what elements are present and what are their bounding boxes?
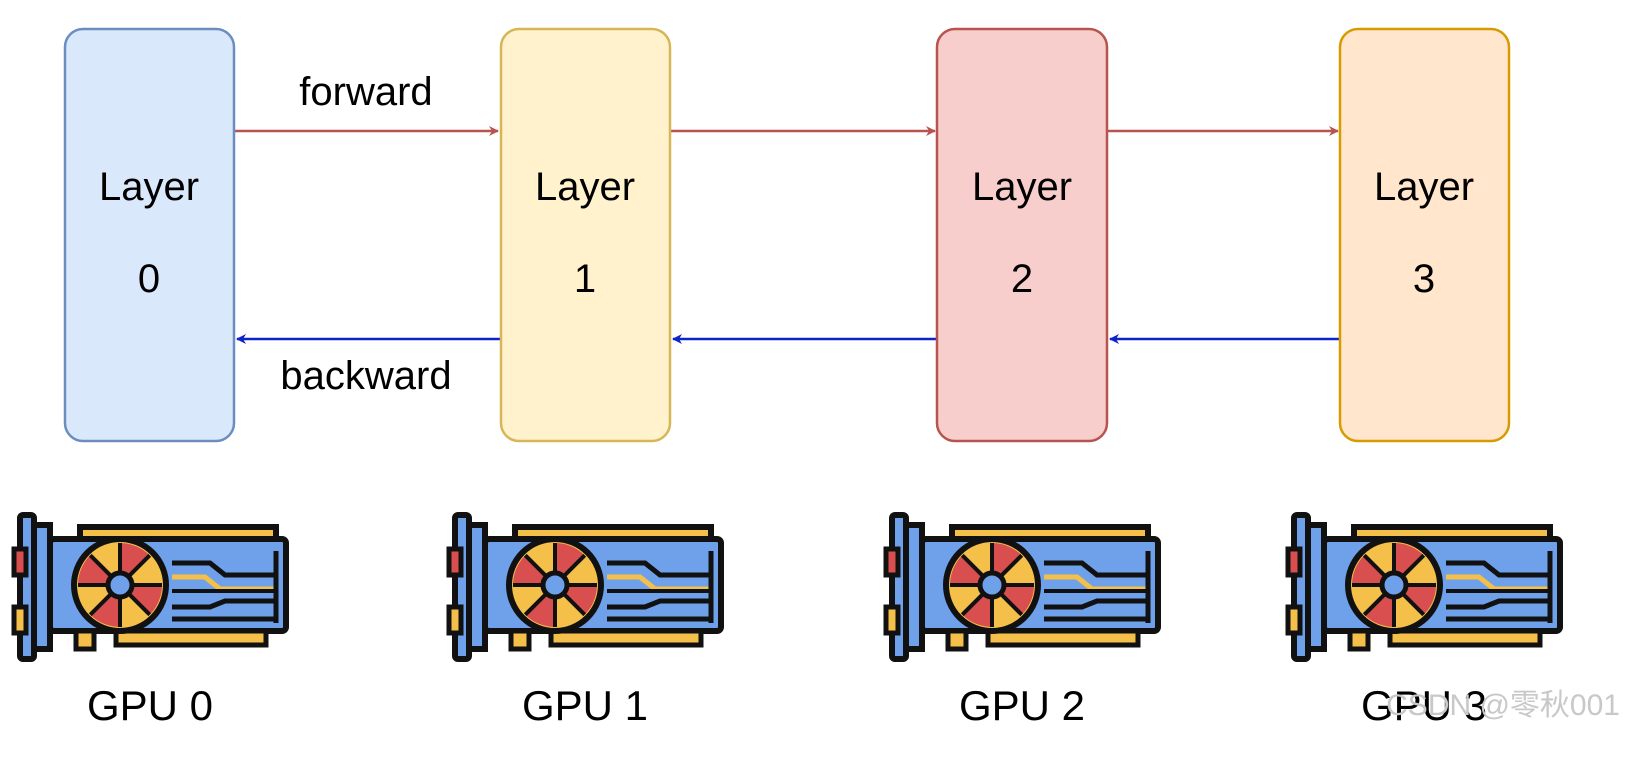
layer-box-2: Layer 2 (935, 27, 1109, 443)
forward-label: forward (299, 70, 432, 114)
layer-box-3: Layer 3 (1338, 27, 1511, 443)
graphics-card-icon (1288, 515, 1560, 659)
layer-box-2-rect (935, 27, 1109, 443)
gpu-label-2: GPU 2 (959, 682, 1085, 729)
layer-index-0: 0 (138, 257, 160, 301)
layer-label-2: Layer (972, 165, 1072, 209)
gpu-1: GPU 1 (449, 515, 721, 729)
layer-box-1-rect (499, 27, 672, 443)
graphics-card-icon (449, 515, 721, 659)
watermark: CSDN @零秋001 (1386, 689, 1620, 722)
layer-box-3-rect (1338, 27, 1511, 443)
layer-index-2: 2 (1011, 257, 1033, 301)
layer-index-3: 3 (1413, 257, 1435, 301)
gpu-3: GPU 3 (1288, 515, 1560, 729)
layer-box-1: Layer 1 (499, 27, 672, 443)
layer-box-0-rect (63, 27, 236, 443)
layer-index-1: 1 (574, 257, 596, 301)
layer-label-1: Layer (535, 165, 635, 209)
graphics-card-icon (14, 515, 286, 659)
gpu-label-1: GPU 1 (522, 682, 648, 729)
graphics-card-icon (886, 515, 1158, 659)
gpu-0: GPU 0 (14, 515, 286, 729)
layer-label-0: Layer (99, 165, 199, 209)
backward-label: backward (280, 354, 451, 398)
layer-box-0: Layer 0 (63, 27, 236, 443)
gpu-label-3: GPU 3 (1361, 682, 1487, 729)
gpu-label-0: GPU 0 (87, 682, 213, 729)
gpu-2: GPU 2 (886, 515, 1158, 729)
layer-label-3: Layer (1374, 165, 1474, 209)
